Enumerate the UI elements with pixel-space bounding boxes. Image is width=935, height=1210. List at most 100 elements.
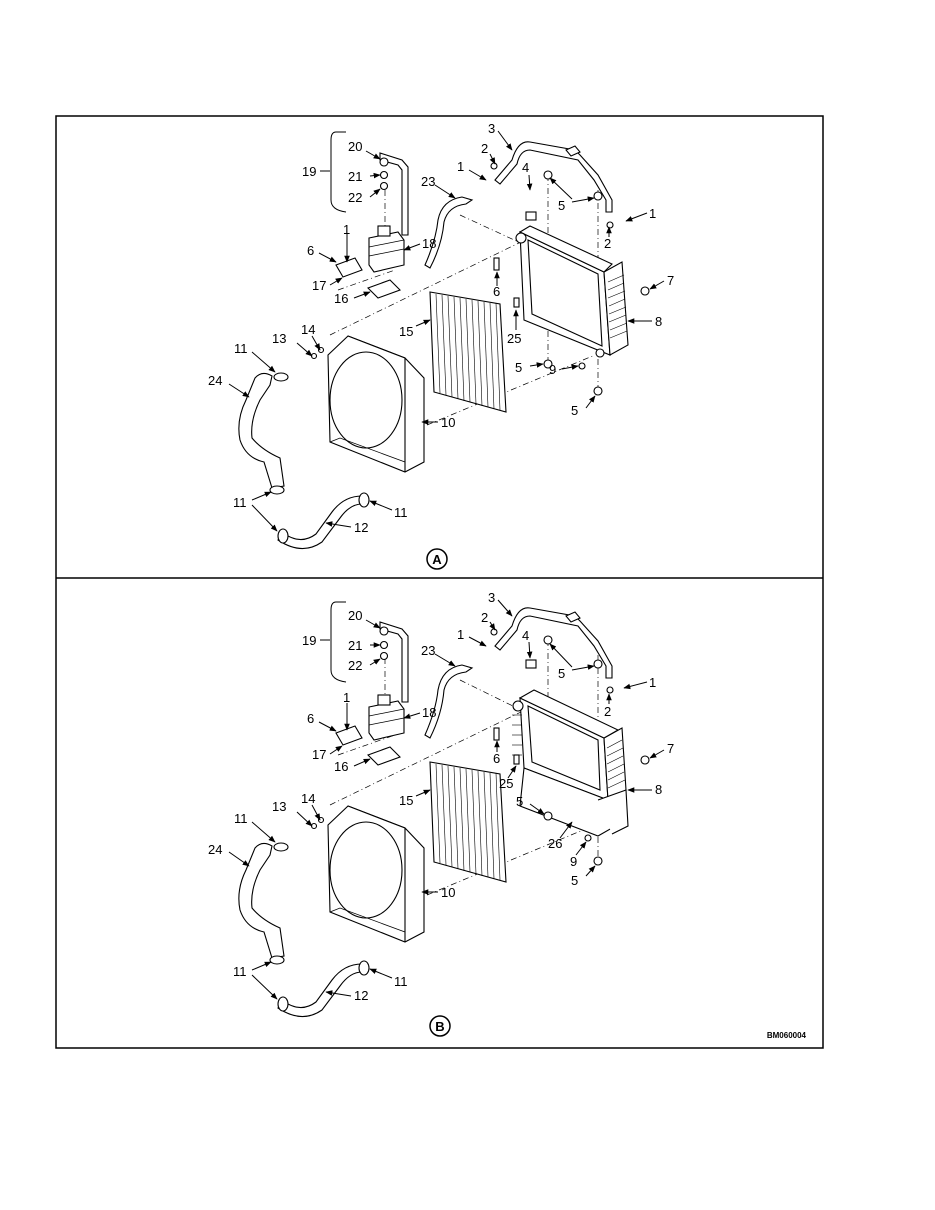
fan-shroud — [327, 805, 425, 943]
label-1: 1 — [343, 690, 350, 705]
label-22: 22 — [348, 658, 362, 673]
callout-numbers: 20 19 21 22 23 1 18 6 17 16 3 2 1 4 5 1 … — [208, 121, 674, 535]
leader-lines — [228, 130, 665, 532]
label-2: 2 — [481, 610, 488, 625]
label-6: 6 — [493, 284, 500, 299]
oil-cooler — [519, 767, 613, 837]
label-21: 21 — [348, 638, 362, 653]
label-14: 14 — [301, 322, 315, 337]
figure-code: BM060004 — [767, 1031, 807, 1040]
upper-hose — [424, 664, 474, 739]
hose-clamp — [273, 372, 289, 382]
label-13: 13 — [272, 799, 286, 814]
label-22: 22 — [348, 190, 362, 205]
label-23: 23 — [421, 174, 435, 189]
leader-lines — [228, 599, 665, 1000]
label-9: 9 — [549, 362, 556, 377]
support-rod — [494, 141, 613, 213]
label-13: 13 — [272, 331, 286, 346]
view-callout-b — [429, 1015, 451, 1037]
label-6: 6 — [307, 711, 314, 726]
label-6: 6 — [493, 751, 500, 766]
label-8: 8 — [655, 782, 662, 797]
label-14: 14 — [301, 791, 315, 806]
label-4: 4 — [522, 160, 529, 175]
label-3: 3 — [488, 590, 495, 605]
lower-hose — [238, 372, 285, 489]
reservoir-pad — [367, 746, 401, 766]
label-5: 5 — [571, 403, 578, 418]
label-2: 2 — [481, 141, 488, 156]
label-2: 2 — [604, 704, 611, 719]
figure-frame — [55, 115, 824, 1049]
label-8: 8 — [655, 314, 662, 329]
label-20: 20 — [348, 139, 362, 154]
label-5: 5 — [515, 360, 522, 375]
label-12: 12 — [354, 988, 368, 1003]
fan-screen — [429, 291, 507, 413]
label-18: 18 — [422, 705, 436, 720]
view-a: 20 19 21 22 23 1 18 6 17 16 3 2 1 4 5 1 … — [208, 121, 674, 570]
label-19: 19 — [302, 164, 316, 179]
bottom-hose — [277, 963, 363, 1018]
label-15: 15 — [399, 324, 413, 339]
label-11: 11 — [394, 974, 408, 989]
label-23: 23 — [421, 643, 435, 658]
label-2: 2 — [604, 236, 611, 251]
label-18: 18 — [422, 236, 436, 251]
label-5: 5 — [558, 198, 565, 213]
fan-shroud — [327, 335, 425, 473]
coolant-reservoir — [368, 225, 405, 273]
view-callout-b-label: B — [435, 1019, 444, 1034]
label-5: 5 — [516, 794, 523, 809]
upper-hose — [424, 196, 474, 269]
label-20: 20 — [348, 608, 362, 623]
coolant-reservoir — [368, 694, 405, 741]
label-1: 1 — [649, 675, 656, 690]
radiator — [515, 225, 629, 358]
support-rod — [494, 607, 613, 679]
label-10: 10 — [441, 415, 455, 430]
overflow-hose — [379, 621, 409, 703]
label-1: 1 — [457, 627, 464, 642]
reservoir-bracket — [335, 725, 363, 746]
label-1: 1 — [649, 206, 656, 221]
label-5: 5 — [571, 873, 578, 888]
label-1: 1 — [343, 222, 350, 237]
bottom-hose — [277, 495, 363, 550]
radiator — [512, 689, 629, 837]
label-17: 17 — [312, 278, 326, 293]
callout-numbers: 20 19 21 22 23 1 18 6 17 16 3 2 1 4 5 1 … — [208, 590, 674, 1003]
label-11: 11 — [233, 495, 247, 510]
view-callout-a-label: A — [432, 552, 442, 567]
label-1: 1 — [457, 159, 464, 174]
label-12: 12 — [354, 520, 368, 535]
label-15: 15 — [399, 793, 413, 808]
label-5: 5 — [558, 666, 565, 681]
view-b: 20 19 21 22 23 1 18 6 17 16 3 2 1 4 5 1 … — [208, 590, 807, 1040]
label-7: 7 — [667, 273, 674, 288]
overflow-hose — [379, 152, 409, 236]
label-11: 11 — [234, 341, 248, 356]
label-6: 6 — [307, 243, 314, 258]
label-16: 16 — [334, 291, 348, 306]
reservoir-pad — [367, 279, 401, 299]
reservoir-bracket — [335, 257, 363, 278]
view-callout-a — [426, 548, 448, 570]
label-11: 11 — [394, 505, 408, 520]
label-3: 3 — [488, 121, 495, 136]
label-21: 21 — [348, 169, 362, 184]
label-25: 25 — [507, 331, 521, 346]
clamp-21 — [379, 157, 389, 167]
label-16: 16 — [334, 759, 348, 774]
label-24: 24 — [208, 842, 222, 857]
label-19: 19 — [302, 633, 316, 648]
label-10: 10 — [441, 885, 455, 900]
label-24: 24 — [208, 373, 222, 388]
label-7: 7 — [667, 741, 674, 756]
label-9: 9 — [570, 854, 577, 869]
label-11: 11 — [233, 964, 247, 979]
label-26: 26 — [548, 836, 562, 851]
label-11: 11 — [234, 811, 248, 826]
